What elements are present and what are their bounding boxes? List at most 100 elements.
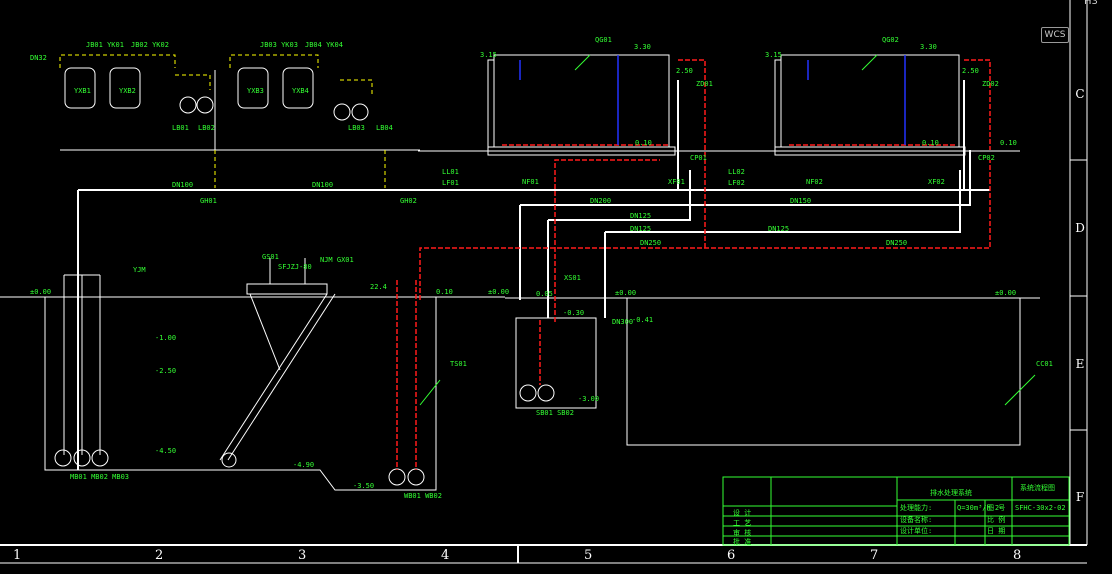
tb-field-1: 处理能力:: [900, 503, 932, 512]
pump-mb02: [73, 449, 91, 467]
pump-wb02: [407, 468, 425, 486]
red-pipe-a: [554, 159, 660, 322]
row-label-c: C: [1075, 87, 1085, 101]
tb-value-1: Q=30m³/h-2: [957, 504, 999, 512]
leader-cc01: [1004, 374, 1036, 406]
label-njm: NJM GX01: [320, 256, 354, 264]
col-label-1: 1: [13, 548, 22, 563]
label-zd01: ZD01: [696, 80, 713, 88]
tb-review: 审 核: [733, 528, 751, 537]
title-block: [722, 476, 1070, 546]
label-010-b: 0.10: [922, 139, 939, 147]
leader-ts01: [419, 379, 441, 406]
label-lvl-490: -4.90: [293, 461, 314, 469]
label-dn250-a: DN250: [640, 239, 661, 247]
label-ll01: LL01: [442, 168, 459, 176]
label-gh01: GH01: [200, 197, 217, 205]
tb-designer: 设 计: [733, 508, 751, 517]
label-315-a: 3.15: [480, 51, 497, 59]
tb-right-2: 比 例: [987, 515, 1005, 524]
wcs-indicator[interactable]: WCS: [1041, 27, 1069, 43]
tb-field-2: 设备名称:: [900, 515, 932, 524]
label-cp02: CP02: [978, 154, 995, 162]
chem-line-3: [175, 74, 211, 90]
mixer-shaft-2: [219, 293, 328, 461]
tb-drawing-no: SFHC-30x2-02: [1015, 504, 1066, 512]
label-yk02: JB02 YK02: [131, 41, 169, 49]
pump-lb03-b: [351, 103, 369, 121]
label-sb: SB01 SB02: [536, 409, 574, 417]
label-ll02: LL02: [728, 168, 745, 176]
chem-line-2: [229, 54, 319, 68]
label-250-b: 2.50: [962, 67, 979, 75]
tank-yxb2: [109, 67, 141, 109]
pump-mb03: [91, 449, 109, 467]
label-010-ground-b: 0.10: [1000, 139, 1017, 147]
pipe-qg01-inlet: [468, 59, 494, 152]
col-label-4: 4: [441, 548, 450, 563]
label-yjm: YJM: [133, 266, 146, 274]
label-lb01: LB01: [172, 124, 189, 132]
corner-label: H3: [1084, 0, 1098, 7]
label-dn300: DN300: [612, 318, 633, 326]
row-label-e: E: [1075, 357, 1085, 371]
label-cp01: CP01: [690, 154, 707, 162]
label-yk01: JB01 YK01: [86, 41, 124, 49]
label-ts01: TS01: [450, 360, 467, 368]
label-lvl-005-a: 0.05: [536, 290, 553, 298]
label-dn250-b: DN250: [886, 239, 907, 247]
pipe-dn125-a: [548, 170, 691, 221]
red-pipe-c: [678, 59, 706, 248]
dosing-unit: [246, 283, 328, 295]
label-lf02: LF02: [728, 179, 745, 187]
label-ground-2: ±0.00: [488, 288, 509, 296]
chem-line-1: [59, 54, 176, 68]
label-010-ground-a: 0.10: [436, 288, 453, 296]
label-ground-1: ±0.00: [30, 288, 51, 296]
label-dn32: DN32: [30, 54, 47, 62]
chem-line-4: [340, 79, 373, 95]
label-22: 22.4: [370, 283, 387, 291]
tb-approve: 批 准: [733, 537, 751, 546]
col-label-7: 7: [870, 548, 879, 563]
label-dn200-h: DN200: [590, 197, 611, 205]
pump-sb01: [519, 384, 537, 402]
col-label-8: 8: [1013, 548, 1022, 563]
col-label-5: 5: [584, 548, 593, 563]
label-nf02: NF02: [806, 178, 823, 186]
label-lvl-041: -0.41: [632, 316, 653, 324]
label-lvl-300: -3.00: [578, 395, 599, 403]
pump-mb01: [54, 449, 72, 467]
label-ground-4: ±0.00: [995, 289, 1016, 297]
label-xf02: XF02: [928, 178, 945, 186]
leader-qg02: [861, 54, 878, 71]
label-dn100-a: DN100: [172, 181, 193, 189]
label-dn125-b: DN125: [630, 225, 651, 233]
label-lvl-250: -2.50: [155, 367, 176, 375]
label-lb04: LB04: [376, 124, 393, 132]
label-sf: SFJZJ-80: [278, 263, 312, 271]
tb-right-3: 日 期: [987, 527, 1005, 535]
label-yxb2: YXB2: [119, 87, 136, 95]
row-label-f: F: [1075, 490, 1085, 504]
tb-field-3: 设计单位:: [900, 526, 932, 535]
label-250-a: 2.50: [676, 67, 693, 75]
col-label-2: 2: [155, 548, 164, 563]
label-qg01: QG01: [595, 36, 612, 44]
label-lvl-450: -4.50: [155, 447, 176, 455]
label-lvl-100: -1.00: [155, 334, 176, 342]
leader-qg01: [574, 54, 591, 71]
row-label-d: D: [1075, 221, 1085, 235]
label-yxb3: YXB3: [247, 87, 264, 95]
pipe-qg02-inlet: [755, 59, 781, 152]
label-315-b: 3.15: [765, 51, 782, 59]
tank-left-outline: [44, 297, 437, 491]
mixer-shaft-3: [227, 293, 336, 461]
label-330-a: 3.30: [634, 43, 651, 51]
label-lb02: LB02: [198, 124, 215, 132]
label-xf01: XF01: [668, 178, 685, 186]
label-dn100-b: DN100: [312, 181, 333, 189]
label-gs01: GS01: [262, 253, 279, 261]
pump-wb01: [388, 468, 406, 486]
